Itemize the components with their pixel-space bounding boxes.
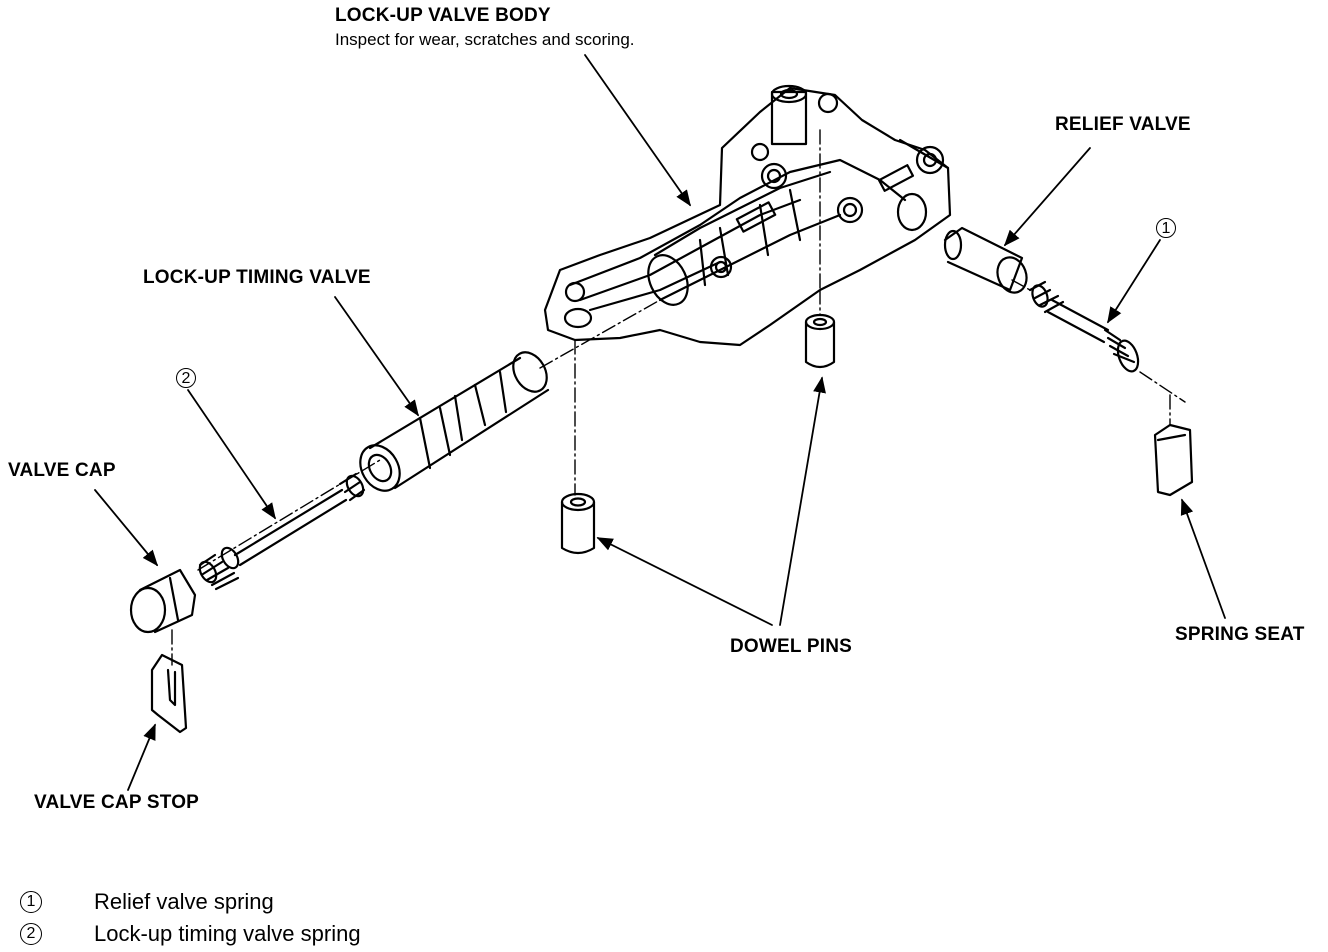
legend-text-1: Relief valve spring: [94, 889, 274, 915]
callout-1: 1: [1156, 218, 1176, 238]
lockup-valve-body: [543, 84, 952, 347]
leader-lockup-valve-body: [584, 54, 691, 207]
leader-valve-cap-stop: [127, 723, 156, 791]
label-dowel-pins: DOWEL PINS: [730, 636, 852, 657]
label-lockup-valve-body-note: Inspect for wear, scratches and scoring.: [335, 30, 635, 49]
lockup-timing-spring-part: [198, 472, 366, 591]
dowel-pin-left: [560, 492, 596, 555]
legend-marker-2: 2: [20, 923, 42, 946]
dowel-pin-right: [804, 313, 836, 369]
leader-relief-valve: [1003, 147, 1091, 247]
leader-dowel-pin-left: [596, 537, 773, 626]
label-lockup-timing-valve: LOCK-UP TIMING VALVE: [143, 267, 371, 288]
leader-lockup-timing-valve: [334, 296, 419, 417]
label-valve-cap: VALVE CAP: [8, 460, 116, 481]
label-lockup-valve-body: LOCK-UP VALVE BODY: [335, 5, 551, 26]
legend-text-2: Lock-up timing valve spring: [94, 921, 361, 947]
relief-valve-part: [943, 226, 1028, 294]
label-relief-valve: RELIEF VALVE: [1055, 114, 1191, 135]
leader-spring-seat: [1180, 498, 1226, 619]
legend-item-1: 1 Relief valve spring: [20, 888, 274, 915]
lockup-timing-valve-part: [359, 351, 550, 492]
label-valve-cap-stop: VALVE CAP STOP: [34, 792, 200, 813]
relief-spring-part: [1028, 280, 1140, 373]
valve-cap-stop-part: [150, 653, 188, 734]
legend-item-2: 2 Lock-up timing valve spring: [20, 920, 361, 947]
legend-marker-1: 1: [20, 891, 42, 914]
leader-valve-cap: [94, 489, 159, 567]
leader-lockup-timing-spring: [187, 389, 276, 520]
callout-2: 2: [176, 368, 196, 388]
valve-cap-part: [129, 568, 197, 634]
leader-dowel-pin-right: [779, 376, 826, 626]
leader-relief-spring: [1107, 239, 1161, 324]
label-spring-seat: SPRING SEAT: [1175, 624, 1305, 645]
spring-seat-part: [1153, 423, 1194, 497]
